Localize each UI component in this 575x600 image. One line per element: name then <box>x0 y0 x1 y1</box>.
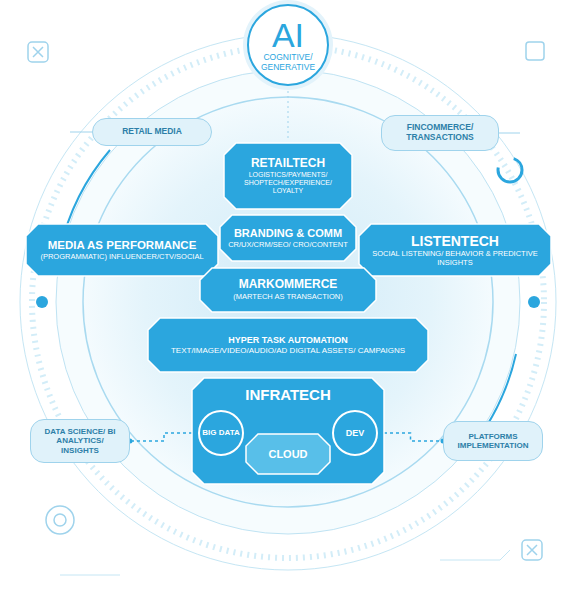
node-body: TEXT/IMAGE/VIDEO/AUDIO/AD DIGITAL ASSETS… <box>171 346 405 355</box>
node-heading: MARKOMMERCE <box>239 278 338 292</box>
node-heading: HYPER TASK AUTOMATION <box>228 335 348 345</box>
infra-box: CLOUD <box>246 434 330 474</box>
octagon-outline <box>148 318 428 372</box>
node-heading: INFRATECH <box>245 386 331 403</box>
infra-circle: BIG DATA <box>198 410 244 456</box>
node-heading: DATA SCIENCE/ BI ANALYTICS/ INSIGHTS <box>39 427 121 455</box>
text-group: DATA SCIENCE/ BI ANALYTICS/ INSIGHTS <box>39 427 121 455</box>
node-heading: BIG DATA <box>202 428 239 437</box>
infra-circle: DEV <box>332 410 378 456</box>
text-group: RETAILTECHLOGISTICS/PAYMENTS/ SHOPTECH/E… <box>232 157 344 196</box>
text-group: BIG DATA <box>202 428 240 437</box>
text-group: MEDIA AS PERFORMANCE(PROGRAMMATIC) INFLU… <box>34 239 210 262</box>
text-group: MARKOMMERCE(MARTECH AS TRANSACTION) <box>208 278 368 301</box>
text-group: FINCOMMERCE/ TRANSACTIONS <box>390 123 490 143</box>
node-heading: CLOUD <box>268 448 307 461</box>
node-heading: RETAILTECH <box>251 157 325 171</box>
text-group: PLATFORMS IMPLEMENTATION <box>452 432 534 450</box>
text-group: BRANDING & COMMCR/UX/CRM/SEO/ CRO/CONTEN… <box>228 227 348 249</box>
node-heading: LISTENTECH <box>411 233 499 249</box>
node-heading: PLATFORMS IMPLEMENTATION <box>452 432 534 450</box>
node-heading: MEDIA AS PERFORMANCE <box>48 239 197 252</box>
text-group: CLOUD <box>254 448 322 461</box>
dashed-connector <box>130 433 198 441</box>
text-group: LISTENTECHSOCIAL LISTENING/ BEHAVIOR & P… <box>367 233 543 267</box>
text-group: DEV <box>336 428 374 438</box>
layer-box: MEDIA AS PERFORMANCE(PROGRAMMATIC) INFLU… <box>26 224 218 276</box>
node-body: CR/UX/CRM/SEO/ CRO/CONTENT <box>228 241 348 250</box>
outer-pill: PLATFORMS IMPLEMENTATION <box>443 421 543 461</box>
layer-box: HYPER TASK AUTOMATIONTEXT/IMAGE/VIDEO/AU… <box>148 318 428 372</box>
layer-box: LISTENTECHSOCIAL LISTENING/ BEHAVIOR & P… <box>359 224 551 276</box>
dashed-connector <box>378 433 443 441</box>
node-body: LOGISTICS/PAYMENTS/ SHOPTECH/EXPERIENCE/… <box>232 171 344 195</box>
node-heading: DEV <box>346 428 365 438</box>
node-body: COGNITIVE/ GENERATIVE <box>257 53 319 73</box>
layer-box: BRANDING & COMMCR/UX/CRM/SEO/ CRO/CONTEN… <box>220 215 356 261</box>
layer-box: MARKOMMERCE(MARTECH AS TRANSACTION) <box>200 268 376 312</box>
text-group: INFRATECH <box>200 382 376 403</box>
layer-box: RETAILTECHLOGISTICS/PAYMENTS/ SHOPTECH/E… <box>224 143 352 209</box>
text-group: RETAIL MEDIA <box>101 127 203 137</box>
outer-pill: DATA SCIENCE/ BI ANALYTICS/ INSIGHTS <box>30 419 130 463</box>
text-group: AICOGNITIVE/ GENERATIVE <box>257 18 319 73</box>
node-body: (MARTECH AS TRANSACTION) <box>233 293 342 302</box>
infra-box: INFRATECH BIG DATA CLOUD DEV <box>192 378 384 484</box>
node-body: (PROGRAMMATIC) INFLUENCER/CTV/SOCIAL <box>40 253 203 262</box>
node-heading: AI <box>272 18 304 52</box>
outer-pill: FINCOMMERCE/ TRANSACTIONS <box>381 115 499 151</box>
node-heading: BRANDING & COMM <box>234 227 342 240</box>
ai-circle: AICOGNITIVE/ GENERATIVE <box>247 4 329 86</box>
node-body: SOCIAL LISTENING/ BEHAVIOR & PREDICTIVE … <box>367 250 543 267</box>
node-heading: RETAIL MEDIA <box>122 127 182 137</box>
outer-pill: RETAIL MEDIA <box>92 118 212 146</box>
node-heading: FINCOMMERCE/ TRANSACTIONS <box>390 123 490 143</box>
text-group: HYPER TASK AUTOMATIONTEXT/IMAGE/VIDEO/AU… <box>156 335 420 356</box>
